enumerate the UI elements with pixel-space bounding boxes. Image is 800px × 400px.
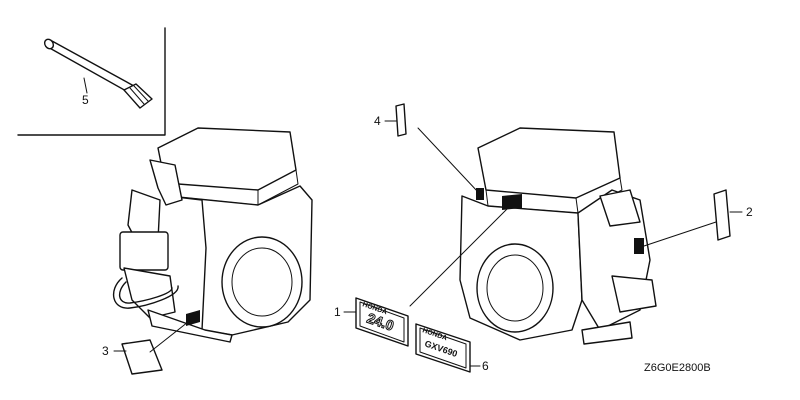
leader-1-target xyxy=(409,207,509,307)
leader-4-target xyxy=(417,127,479,193)
callout-1: 1 xyxy=(334,305,341,319)
label-spot-2 xyxy=(634,238,644,254)
label-part-4[interactable] xyxy=(395,103,407,137)
right-engine xyxy=(459,127,657,345)
callout-4: 4 xyxy=(374,114,381,128)
callout-3: 3 xyxy=(102,344,109,358)
tube-part[interactable] xyxy=(43,38,153,109)
label-spot-4 xyxy=(476,188,484,200)
inset-part-5: 5 xyxy=(17,27,166,136)
label-part-3[interactable] xyxy=(121,339,163,375)
emblem-part-1[interactable]: HONDA 24.0 xyxy=(355,297,409,347)
leader-2-target xyxy=(643,221,717,247)
callout-5: 5 xyxy=(82,93,89,107)
label-spot-1 xyxy=(502,194,522,210)
callout-6: 6 xyxy=(482,359,489,373)
inset-frame xyxy=(17,27,166,136)
label-spot-3 xyxy=(186,310,200,326)
leader-5 xyxy=(83,77,88,94)
label-part-2[interactable] xyxy=(713,189,731,241)
left-engine xyxy=(112,127,313,343)
leader-3-target xyxy=(149,321,189,353)
callout-2: 2 xyxy=(746,205,753,219)
emblem-part-6[interactable]: HONDA GXV690 xyxy=(415,323,471,373)
diagram-code: Z6G0E2800B xyxy=(644,362,711,374)
